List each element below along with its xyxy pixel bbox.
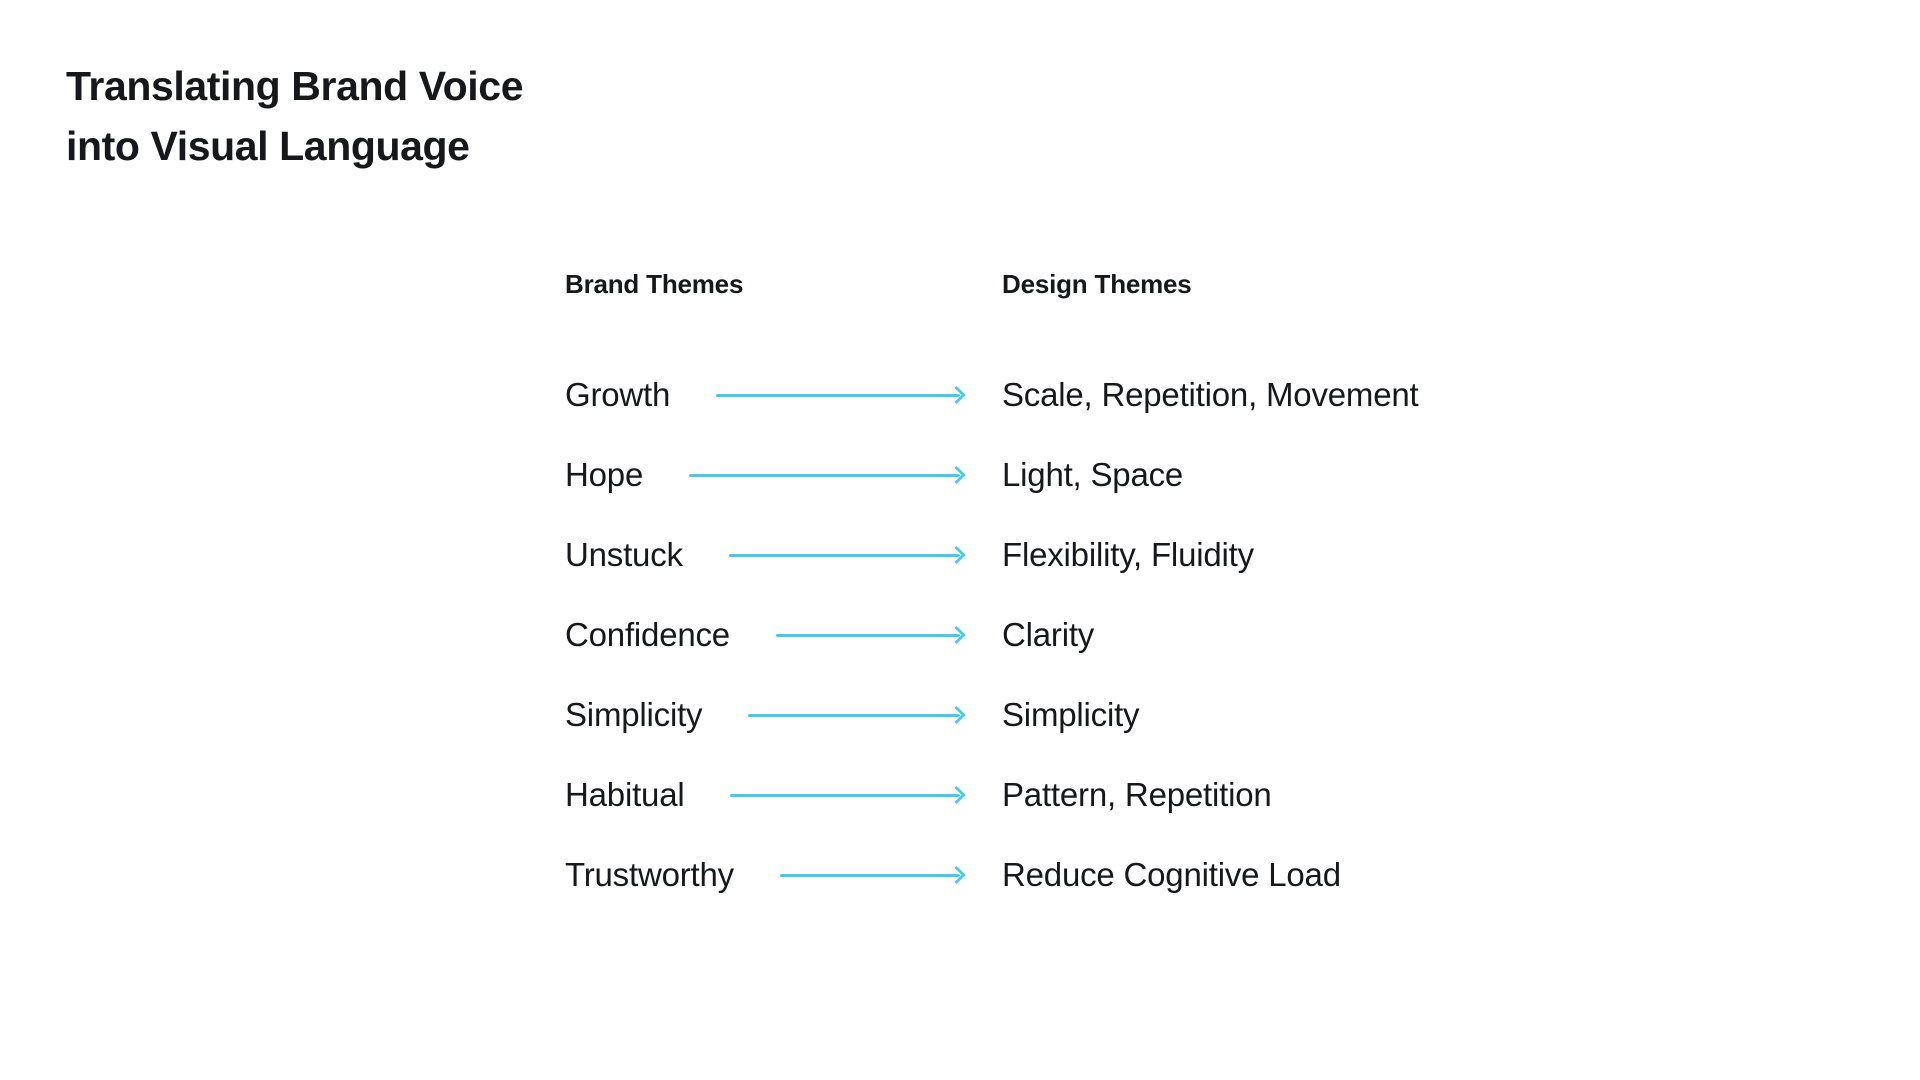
- arrow-line: [689, 473, 960, 477]
- theme-mapping-row: Hope Light, Space: [565, 435, 1565, 515]
- theme-mapping-row: Trustworthy Reduce Cognitive Load: [565, 835, 1565, 915]
- arrow-head: [947, 385, 966, 405]
- right-arrow-icon: [730, 783, 966, 807]
- design-theme-label: Flexibility, Fluidity: [1002, 536, 1254, 573]
- arrow-line: [748, 713, 960, 717]
- theme-mapping-row: Simplicity Simplicity: [565, 675, 1565, 755]
- arrow-head: [947, 465, 966, 485]
- theme-mapping-list: Growth Scale, Repetition, Movement Hope …: [565, 355, 1565, 915]
- theme-mapping-row: Growth Scale, Repetition, Movement: [565, 355, 1565, 435]
- brand-cell: Growth: [565, 375, 1002, 415]
- brand-theme-label: Hope: [565, 456, 644, 493]
- arrow-head: [947, 705, 966, 725]
- brand-theme-label: Simplicity: [565, 696, 703, 733]
- right-arrow-icon: [716, 383, 966, 407]
- arrow-line: [716, 393, 960, 397]
- theme-mapping-row: Unstuck Flexibility, Fluidity: [565, 515, 1565, 595]
- design-theme-label: Clarity: [1002, 616, 1095, 653]
- design-theme-label: Scale, Repetition, Movement: [1002, 376, 1419, 413]
- design-theme-label: Reduce Cognitive Load: [1002, 856, 1341, 893]
- column-headers: Brand Themes Design Themes: [565, 268, 1192, 300]
- brand-theme-label: Habitual: [565, 776, 685, 813]
- arrow-line: [779, 873, 960, 877]
- right-arrow-icon: [689, 463, 966, 487]
- arrow-head: [947, 545, 966, 565]
- theme-mapping-row: Confidence Clarity: [565, 595, 1565, 675]
- brand-cell: Confidence: [565, 615, 1002, 655]
- brand-theme-label: Growth: [565, 376, 671, 413]
- arrow-head: [947, 865, 966, 885]
- design-theme-label: Pattern, Repetition: [1002, 776, 1272, 813]
- brand-cell: Hope: [565, 455, 1002, 495]
- brand-cell: Unstuck: [565, 535, 1002, 575]
- right-arrow-icon: [748, 703, 966, 727]
- brand-cell: Simplicity: [565, 695, 1002, 735]
- arrow-line: [728, 553, 960, 557]
- design-themes-header: Design Themes: [1002, 269, 1192, 299]
- arrow-head: [947, 625, 966, 645]
- right-arrow-icon: [728, 543, 966, 567]
- arrow-line: [730, 793, 960, 797]
- theme-mapping-row: Habitual Pattern, Repetition: [565, 755, 1565, 835]
- brand-cell: Trustworthy: [565, 855, 1002, 895]
- brand-theme-label: Trustworthy: [565, 856, 734, 893]
- design-theme-label: Simplicity: [1002, 696, 1140, 733]
- brand-themes-header: Brand Themes: [565, 269, 744, 299]
- arrow-line: [775, 633, 960, 637]
- page-title: Translating Brand Voice into Visual Lang…: [66, 56, 524, 176]
- brand-cell: Habitual: [565, 775, 1002, 815]
- design-theme-label: Light, Space: [1002, 456, 1184, 493]
- right-arrow-icon: [779, 863, 966, 887]
- arrow-head: [947, 785, 966, 805]
- brand-theme-label: Unstuck: [565, 536, 683, 573]
- page-title-line1: Translating Brand Voice: [66, 63, 524, 109]
- brand-theme-label: Confidence: [565, 616, 730, 653]
- page-title-line2: into Visual Language: [66, 123, 470, 169]
- right-arrow-icon: [775, 623, 966, 647]
